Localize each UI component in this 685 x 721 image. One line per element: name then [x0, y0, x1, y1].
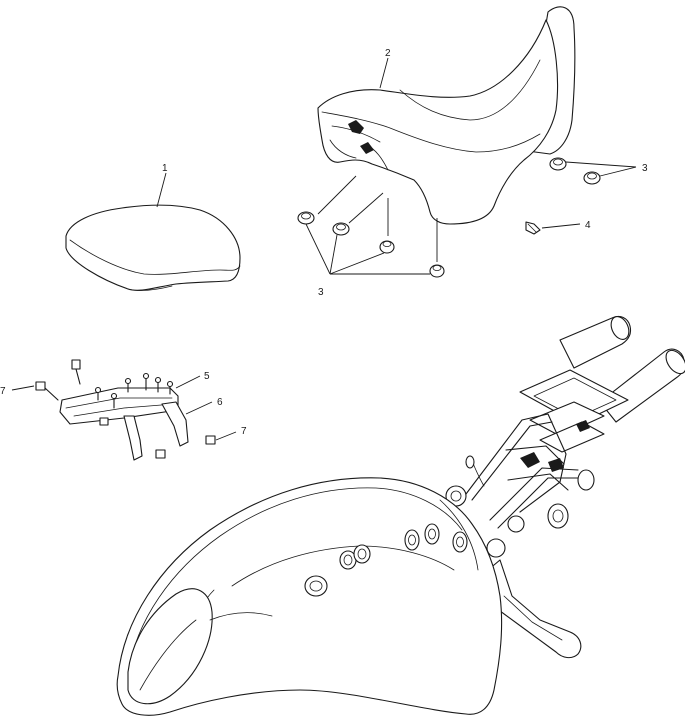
leader-5	[175, 375, 201, 389]
leader-3-upper	[599, 166, 637, 177]
seat-bracket-assembly	[35, 359, 216, 461]
leader-7-right	[215, 431, 237, 441]
leader-6	[185, 401, 213, 415]
callout-7-right: 7	[241, 426, 247, 437]
bracket-nut	[99, 417, 109, 426]
leader-3-lower	[305, 223, 331, 275]
leader-lines	[11, 57, 637, 441]
bracket-stud	[166, 380, 174, 395]
bracket-stud	[154, 376, 162, 393]
frame-boss	[507, 515, 525, 533]
callout-7-left: 7	[0, 386, 6, 397]
bracket-nut	[155, 449, 166, 459]
bracket-bolt	[71, 359, 81, 385]
bracket-bolt	[35, 381, 59, 401]
bracket-nut	[205, 435, 216, 445]
callout-1: 1	[162, 163, 168, 174]
grommet	[583, 171, 601, 185]
callout-4: 4	[585, 220, 591, 231]
bracket-stud	[142, 372, 150, 391]
leader-3-lower	[317, 175, 357, 215]
leader-4	[541, 223, 581, 229]
fender-grommet	[353, 544, 371, 564]
grommet	[549, 157, 567, 171]
fender-grommet	[424, 523, 440, 545]
leader-1	[156, 172, 167, 208]
leader-3-lower	[329, 234, 338, 275]
rear-fender	[116, 477, 503, 716]
callout-3-lower: 3	[318, 287, 324, 298]
leader-3-upper	[565, 161, 637, 168]
frame-boss	[547, 503, 569, 529]
leader-3-lower	[329, 252, 385, 275]
leader-2	[379, 57, 389, 89]
bracket-stud	[94, 386, 102, 401]
callout-6: 6	[217, 397, 223, 408]
callout-labels: 1 2 3 3 4 5 6 7 7	[0, 48, 648, 437]
grommet-set	[297, 157, 601, 278]
bracket-stud	[110, 392, 118, 409]
main-seat	[317, 6, 576, 225]
grommet	[429, 264, 445, 278]
callout-5: 5	[204, 371, 210, 382]
callout-2: 2	[385, 48, 391, 59]
seat-screw	[525, 221, 541, 235]
front-seat-pad	[65, 204, 241, 291]
frame-boss	[577, 469, 595, 491]
callout-3-upper: 3	[642, 163, 648, 174]
fender-grommet	[304, 575, 328, 597]
grommet	[297, 211, 315, 225]
grommet	[332, 222, 350, 236]
leader-3-lower	[348, 192, 384, 224]
frame-fork	[445, 315, 685, 659]
fender-grommet	[404, 529, 420, 551]
grommet	[379, 240, 395, 254]
fender-grommet	[452, 531, 468, 553]
frame-boss	[486, 538, 506, 558]
bracket-stud	[124, 377, 132, 393]
leader-7-left	[11, 385, 35, 391]
